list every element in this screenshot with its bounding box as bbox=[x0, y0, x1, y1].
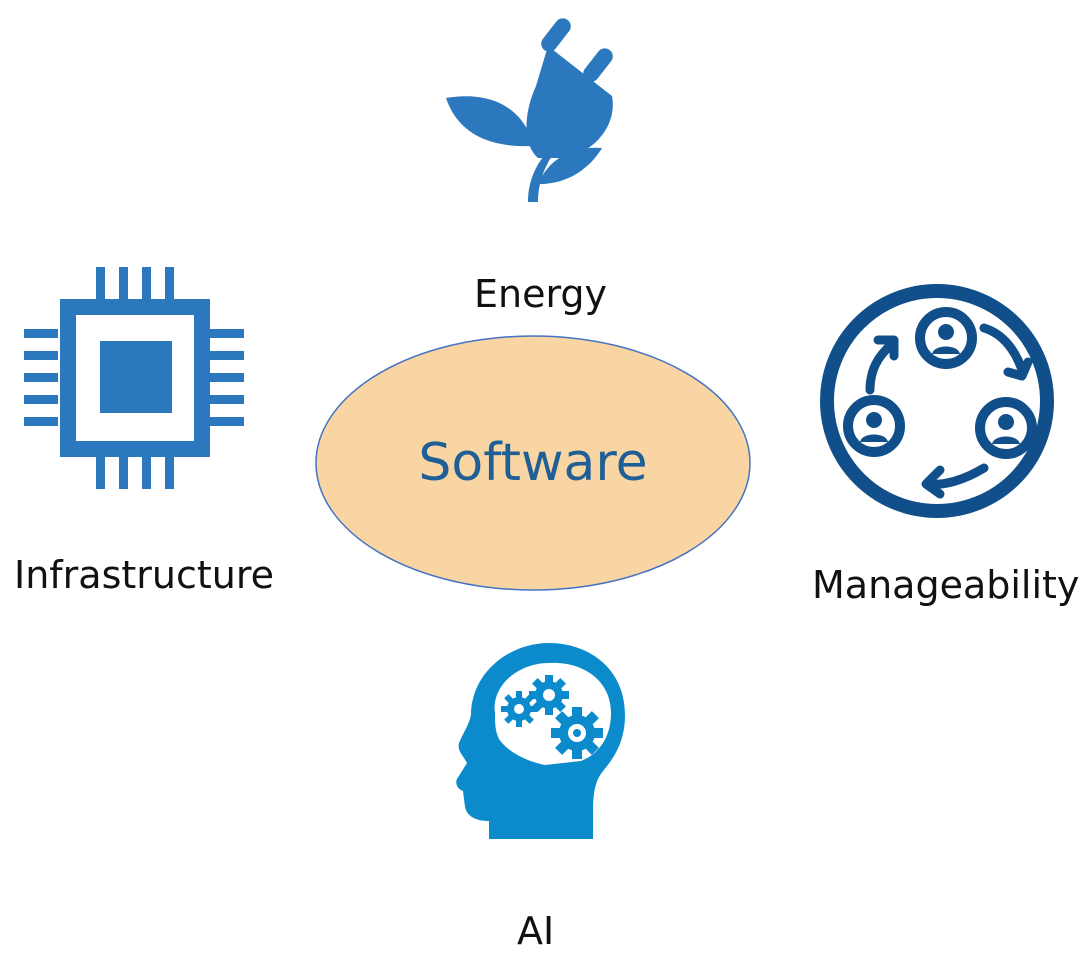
infrastructure-label: Infrastructure bbox=[14, 553, 275, 597]
ai-label: AI bbox=[517, 909, 555, 953]
software-text: Software bbox=[418, 433, 648, 493]
cpu-chip-icon bbox=[24, 267, 244, 489]
plug-sprout-icon bbox=[446, 18, 613, 202]
head-gears-icon bbox=[456, 643, 625, 839]
software-ellipse bbox=[315, 335, 751, 591]
software-label: Software bbox=[314, 334, 752, 592]
energy-label: Energy bbox=[474, 272, 608, 316]
people-cycle-icon bbox=[820, 284, 1054, 518]
manageability-label: Manageability bbox=[812, 563, 1080, 607]
